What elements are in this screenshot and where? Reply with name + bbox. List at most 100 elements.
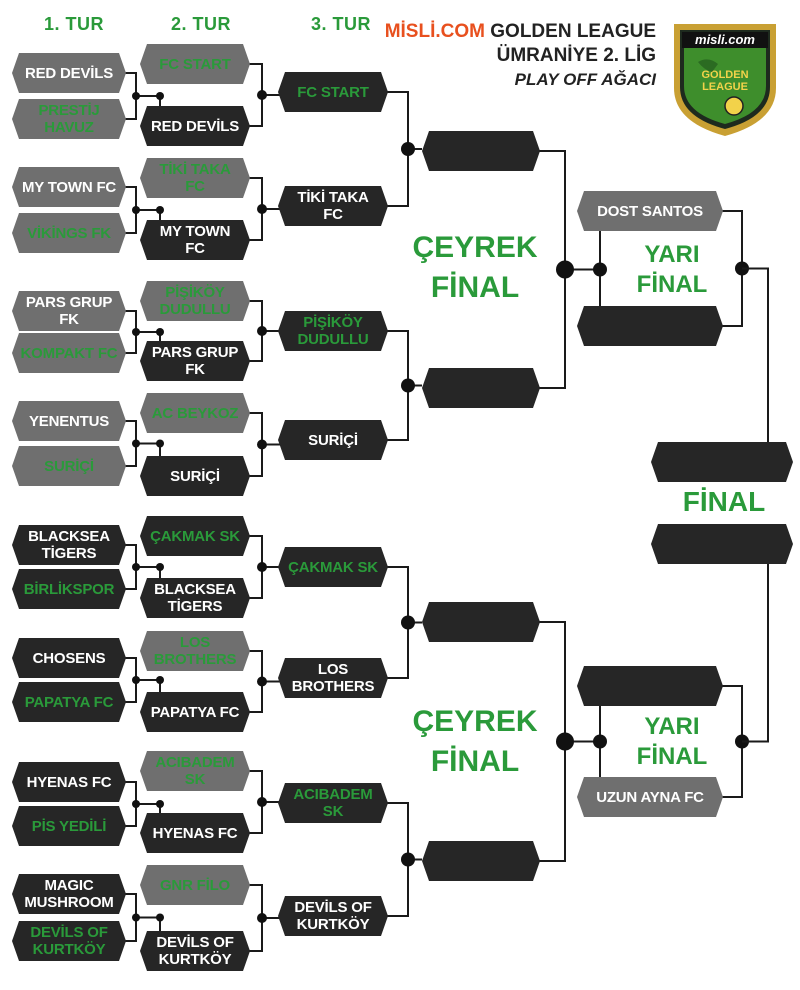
round2-team-slot: LOS BROTHERS (140, 631, 250, 671)
connector-node (132, 676, 140, 684)
round3-team-slot: ACIBADEM SK (278, 783, 388, 823)
connector-node (132, 328, 140, 336)
quarterfinal-team-slot (422, 602, 540, 642)
round2-team-slot: TİKİ TAKA FC (140, 158, 250, 198)
semifinal-bottom-label: YARI FİNAL (636, 713, 708, 770)
quarterfinal-team-slot (422, 841, 540, 881)
connector-node (156, 206, 164, 214)
connector-node (132, 563, 140, 571)
round1-team-slot: BİRLİKSPOR (12, 569, 126, 609)
connector-node (257, 562, 267, 572)
connector-line (742, 267, 769, 442)
connector-node (156, 676, 164, 684)
brand-name: MİSLİ.COM (384, 21, 485, 42)
connector-node (156, 800, 164, 808)
semifinal-team-slot (577, 666, 723, 706)
round2-header: 2. TUR (171, 14, 232, 34)
connector-node (257, 326, 267, 336)
connector-node (257, 913, 267, 923)
round1-team-slot: PİS YEDİLİ (12, 806, 126, 846)
connector-node (593, 262, 607, 277)
connector-node (401, 378, 415, 393)
connector-node (401, 615, 415, 630)
connector-node (132, 92, 140, 100)
connector-node (257, 90, 267, 100)
round3-team-slot: FC START (278, 72, 388, 112)
bracket-caption: PLAY OFF AĞACI (514, 70, 656, 89)
connector-node (593, 734, 607, 749)
round1-team-slot: SURİÇİ (12, 446, 126, 486)
league-name: GOLDEN LEAGUE (484, 21, 656, 42)
svg-text:GOLDEN: GOLDEN (701, 69, 748, 81)
tournament-title: MİSLİ.COM GOLDEN LEAGUE ÜMRANİYE 2. LİG … (385, 20, 656, 92)
connector-node (257, 439, 267, 450)
round2-team-slot: ACIBADEM SK (140, 751, 250, 791)
round1-team-slot: KOMPAKT FC (12, 333, 126, 373)
round2-team-slot: ÇAKMAK SK (140, 516, 250, 556)
round2-team-slot: DEVİLS OF KURTKÖY (140, 931, 250, 971)
quarterfinal-team-slot (422, 131, 540, 171)
round1-header: 1. TUR (44, 14, 105, 34)
connector-node (132, 439, 140, 448)
round2-team-slot: RED DEVİLS (140, 106, 250, 146)
final-team-slot (651, 442, 793, 482)
round1-team-slot: VİKİNGS FK (12, 213, 126, 253)
connector-node (257, 797, 267, 807)
connector-line (742, 564, 769, 743)
connector-node (132, 913, 140, 922)
semifinal-team-slot (577, 306, 723, 346)
round3-header: 3. TUR (311, 14, 372, 34)
round2-team-slot: PİŞİKÖY DUDULLU (140, 281, 250, 321)
round2-team-slot: MY TOWN FC (140, 220, 250, 260)
connector-node (156, 563, 164, 571)
connector-node (156, 328, 164, 336)
round2-team-slot: BLACKSEA TİGERS (140, 578, 250, 618)
quarterfinal-top-label: ÇEYREK FİNAL (412, 231, 538, 304)
quarterfinal-team-slot (422, 368, 540, 408)
connector-node (156, 439, 164, 448)
round1-team-slot: DEVİLS OF KURTKÖY (12, 921, 126, 961)
golden-league-logo: misli.com GOLDEN LEAGUE (668, 18, 782, 140)
connector-node (401, 852, 415, 867)
semifinal-team-slot: UZUN AYNA FC (577, 777, 723, 817)
connector-node (257, 676, 267, 687)
round3-team-slot: SURİÇİ (278, 420, 388, 460)
round2-team-slot: SURİÇİ (140, 456, 250, 496)
connector-node (401, 142, 415, 156)
round3-team-slot: PİŞİKÖY DUDULLU (278, 311, 388, 351)
round1-team-slot: PRESTİJ HAVUZ (12, 99, 126, 139)
round2-team-slot: FC START (140, 44, 250, 84)
connector-node (257, 204, 267, 214)
round3-team-slot: DEVİLS OF KURTKÖY (278, 896, 388, 936)
connector-node (556, 260, 574, 279)
round3-team-slot: LOS BROTHERS (278, 658, 388, 698)
round3-team-slot: TİKİ TAKA FC (278, 186, 388, 226)
round1-team-slot: PARS GRUP FK (12, 291, 126, 331)
round1-team-slot: MAGIC MUSHROOM (12, 874, 126, 914)
connector-node (556, 732, 574, 751)
round1-team-slot: PAPATYA FC (12, 682, 126, 722)
round2-team-slot: HYENAS FC (140, 813, 250, 853)
round1-team-slot: MY TOWN FC (12, 167, 126, 207)
svg-text:LEAGUE: LEAGUE (702, 81, 748, 93)
league-subtitle: ÜMRANİYE 2. LİG (496, 45, 656, 66)
final-team-slot (651, 524, 793, 564)
connector-node (132, 800, 140, 808)
round2-team-slot: PAPATYA FC (140, 692, 250, 732)
round2-team-slot: AC BEYKOZ (140, 393, 250, 433)
round1-team-slot: CHOSENS (12, 638, 126, 678)
round1-team-slot: HYENAS FC (12, 762, 126, 802)
svg-text:misli.com: misli.com (695, 32, 755, 47)
semifinal-team-slot: DOST SANTOS (577, 191, 723, 231)
connector-node (156, 92, 164, 100)
round1-team-slot: BLACKSEA TİGERS (12, 525, 126, 565)
round1-team-slot: RED DEVİLS (12, 53, 126, 93)
round1-team-slot: YENENTUS (12, 401, 126, 441)
connector-node (156, 913, 164, 922)
connector-node (132, 206, 140, 214)
round2-team-slot: GNR FİLO (140, 865, 250, 905)
final-label: FİNAL (682, 486, 766, 517)
round2-team-slot: PARS GRUP FK (140, 341, 250, 381)
semifinal-top-label: YARI FİNAL (636, 241, 708, 298)
quarterfinal-bottom-label: ÇEYREK FİNAL (412, 705, 538, 778)
